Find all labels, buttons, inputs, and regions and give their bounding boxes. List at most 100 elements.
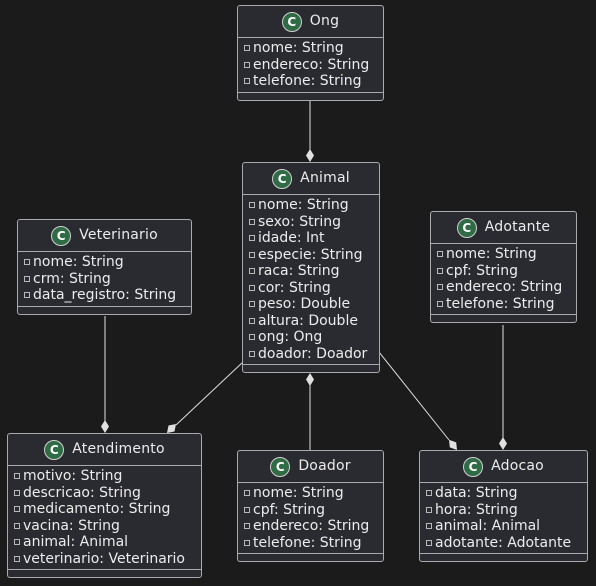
attribute-row: endereco: String (437, 279, 576, 296)
private-square-icon (437, 267, 443, 274)
attribute-row: hora: String (426, 502, 587, 519)
attribute-row: sexo: String (249, 214, 379, 231)
private-square-icon (24, 292, 30, 299)
attribute-text: altura: Double (258, 312, 358, 329)
attribute-text: crm: String (33, 270, 111, 287)
class-circle-icon: C (272, 168, 293, 189)
attribute-text: hora: String (435, 501, 518, 518)
private-square-icon (426, 523, 432, 530)
attribute-text: nome: String (253, 485, 344, 501)
private-square-icon (24, 259, 30, 266)
class-circle-icon: C (51, 225, 72, 246)
private-square-icon (14, 522, 20, 529)
attribute-text: doador: Doador (258, 345, 368, 362)
attribute-row: endereco: String (244, 57, 383, 74)
attribute-row: endereco: String (244, 518, 383, 535)
attribute-text: veterinario: Veterinario (23, 550, 185, 567)
attribute-row: telefone: String (437, 296, 576, 313)
private-square-icon (437, 300, 443, 307)
attribute-text: descricao: String (23, 484, 141, 501)
attribute-text: telefone: String (253, 534, 362, 551)
private-square-icon (426, 506, 432, 513)
private-square-icon (249, 284, 255, 291)
private-square-icon (249, 334, 255, 341)
attribute-row: nome: String (244, 485, 383, 502)
class-name: Animal (300, 170, 350, 187)
class-name: Atendimento (72, 441, 165, 458)
attribute-text: ong: Ong (258, 329, 323, 345)
attribute-row: idade: Int (249, 230, 379, 247)
attribute-text: especie: String (258, 246, 363, 263)
private-square-icon (24, 275, 30, 282)
attribute-row: veterinario: Veterinario (14, 551, 201, 568)
attribute-text: vacina: String (23, 517, 120, 534)
method-compartment (243, 365, 379, 372)
attribute-row: telefone: String (244, 73, 383, 90)
private-square-icon (244, 539, 250, 546)
attribute-row: vacina: String (14, 518, 201, 535)
private-square-icon (244, 45, 250, 52)
class-name: Adotante (484, 219, 551, 236)
attribute-row: nome: String (437, 246, 576, 263)
attribute-text: endereco: String (446, 279, 563, 295)
private-square-icon (14, 506, 20, 513)
private-square-icon (244, 490, 250, 497)
attribute-row: nome: String (249, 197, 379, 214)
attribute-row: animal: Animal (426, 518, 587, 535)
composition-diamond-animal-adocao (449, 439, 457, 450)
method-compartment (431, 315, 576, 322)
attribute-row: nome: String (24, 254, 191, 271)
attribute-text: cpf: String (446, 262, 518, 279)
private-square-icon (249, 251, 255, 258)
private-square-icon (14, 473, 20, 480)
private-square-icon (244, 523, 250, 530)
class-circle-icon: C (44, 439, 65, 460)
attribute-row: doador: Doador (249, 346, 379, 363)
attribute-row: cor: String (249, 280, 379, 297)
private-square-icon (244, 506, 250, 513)
attribute-row: altura: Double (249, 313, 379, 330)
composition-diamond-ong-animal (306, 149, 314, 162)
method-compartment (238, 554, 383, 561)
class-header: C Atendimento (8, 434, 201, 466)
private-square-icon (249, 268, 255, 275)
class-circle-icon: C (463, 456, 484, 477)
attribute-text: nome: String (446, 246, 537, 262)
private-square-icon (426, 539, 432, 546)
attribute-text: endereco: String (253, 56, 370, 73)
attribute-row: cpf: String (244, 502, 383, 519)
attribute-text: nome: String (33, 254, 124, 270)
attribute-row: medicamento: String (14, 501, 201, 518)
attribute-row: motivo: String (14, 468, 201, 485)
private-square-icon (14, 555, 20, 562)
attribute-text: endereco: String (253, 518, 370, 534)
link-animal-adocao (378, 351, 450, 441)
attribute-text: idade: Int (258, 230, 325, 246)
attribute-row: especie: String (249, 247, 379, 264)
attribute-text: telefone: String (446, 295, 555, 312)
class-name: Adocao (491, 458, 544, 475)
attribute-text: data_registro: String (33, 287, 177, 303)
attribute-text: animal: Animal (23, 534, 129, 550)
attribute-row: animal: Animal (14, 534, 201, 551)
private-square-icon (14, 539, 20, 546)
attribute-row: nome: String (244, 40, 383, 57)
private-square-icon (426, 490, 432, 497)
attribute-row: data_registro: String (24, 287, 191, 304)
method-compartment (238, 93, 383, 100)
attribute-text: peso: Double (258, 296, 351, 312)
method-compartment (420, 554, 587, 561)
